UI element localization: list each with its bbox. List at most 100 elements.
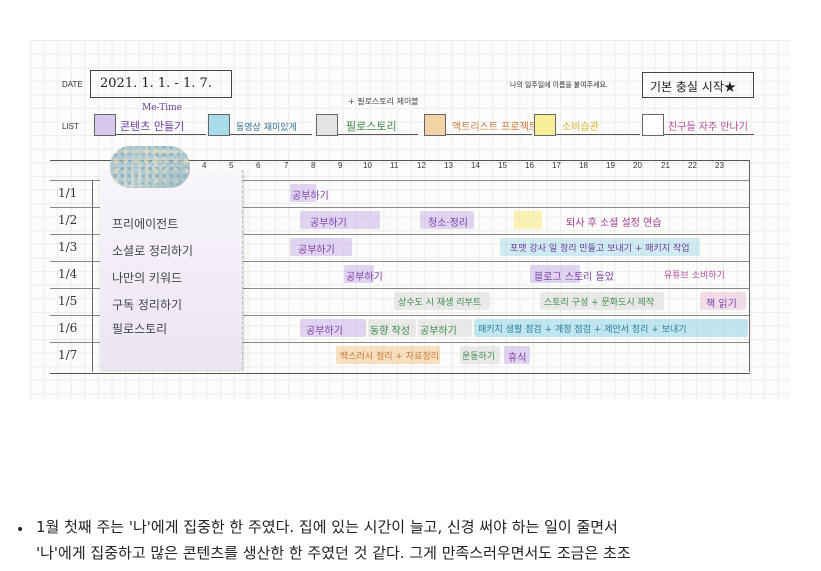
list-underline [116, 134, 206, 135]
list-item-label: 필로스토리 [346, 120, 397, 133]
hour-label: 6 [256, 161, 261, 170]
activity-text: 운동하기 [462, 352, 496, 362]
table-row-divider [50, 288, 750, 289]
day-label: 1/4 [58, 267, 78, 281]
hour-label: 23 [715, 161, 724, 170]
activity-text: 공부하기 [310, 218, 347, 229]
time-highlight [514, 211, 542, 229]
time-highlight [460, 346, 500, 364]
hour-label: 15 [498, 161, 507, 170]
table-row-divider [50, 207, 750, 208]
time-highlight [368, 319, 416, 337]
caption-line-2: '나'에게 집중하고 많은 콘텐츠를 생산한 한 주였던 것 같다. 그게 만족… [36, 544, 631, 562]
activity-text: 퇴사 후 소셜 설정 연습 [566, 218, 662, 229]
activity-text: 백스러시 정리 + 자료정리 [340, 352, 439, 362]
day-label: 1/2 [58, 213, 78, 227]
caption-bullet: • [16, 522, 25, 538]
activity-text: 공부하기 [292, 191, 329, 202]
day-label: 1/5 [58, 294, 78, 308]
goal-item: 구독 정리하기 [112, 298, 183, 312]
hour-label: 11 [390, 161, 399, 170]
activity-text: 블로그 스토리 들었 [534, 272, 614, 283]
time-highlight [394, 292, 490, 310]
list-item-label: 콘텐츠 만들기 [120, 120, 185, 133]
time-highlight [418, 319, 472, 337]
hour-label: 16 [525, 161, 534, 170]
hour-label: 18 [579, 161, 588, 170]
activity-text: 상수도 시 재생 리부트 [398, 298, 482, 308]
weekly-time-table [50, 160, 750, 374]
list-color-square [94, 114, 116, 136]
hour-label: 14 [471, 161, 480, 170]
day-label: 1/3 [58, 240, 78, 254]
time-highlight [700, 292, 746, 310]
list-color-square [208, 114, 230, 136]
list-underline [446, 134, 532, 135]
hour-label: 10 [363, 161, 372, 170]
list-underline [338, 134, 418, 135]
activity-text: 공부하기 [346, 272, 383, 283]
time-highlight [336, 346, 440, 364]
date-label: DATE [62, 80, 83, 89]
activity-text: 동향 작성 [370, 326, 410, 337]
hour-label: 21 [661, 161, 670, 170]
time-highlight [504, 346, 530, 364]
table-row-divider [50, 261, 750, 262]
list-item-label: 액트리스트 프로젝트 [452, 122, 538, 133]
table-row-divider [50, 315, 750, 316]
activity-text: 공부하기 [298, 245, 335, 256]
time-highlight [530, 265, 580, 283]
table-row-divider [50, 180, 750, 181]
list-item-label: 소비습관 [562, 122, 599, 133]
day-column-divider [92, 180, 93, 372]
goal-item: 프리에이전트 [112, 217, 179, 231]
caption-paragraph: 1월 첫째 주는 '나'에게 집중한 한 주였다. 집에 있는 시간이 늘고, … [36, 514, 816, 566]
activity-text: 청소·정리 [428, 218, 468, 229]
hour-label: 5 [229, 161, 234, 170]
activity-text: 유튜브 소비하기 [664, 271, 725, 281]
list-item-label: 동영상 재미있게 [236, 123, 297, 133]
list-label: LIST [62, 122, 79, 131]
goal-item: 소셜로 정리하기 [112, 244, 194, 258]
goal-sticker [100, 170, 243, 370]
activity-text: 패키지 생활 점검 + 계정 점검 + 제안서 정리 + 보내기 [478, 325, 687, 335]
name-prompt: 나의 일주일에 이름을 붙여주세요. [510, 82, 608, 89]
list-underline [556, 134, 640, 135]
time-highlight [290, 184, 316, 202]
time-highlight [540, 292, 664, 310]
activity-text: 공부하기 [306, 326, 343, 337]
hour-label: 17 [552, 161, 561, 170]
time-highlight [344, 265, 374, 283]
activity-text: 스토리 구성 + 문화도시 제작 [544, 298, 655, 308]
hour-label: 9 [338, 161, 343, 170]
hour-label: 19 [606, 161, 615, 170]
time-highlight [500, 238, 700, 256]
week-name-box [642, 72, 754, 98]
table-right-border [749, 160, 750, 372]
goal-item: 나만의 키워드 [112, 271, 183, 285]
day-label: 1/6 [58, 321, 78, 335]
week-name-value: 기본 충실 시작★ [650, 80, 736, 94]
hour-label: 8 [311, 161, 316, 170]
list-item-label: 친구들 자주 만나기 [668, 122, 748, 133]
time-highlight [300, 319, 366, 337]
date-box [90, 70, 232, 98]
time-highlight [300, 211, 380, 229]
activity-text: 공부하기 [420, 326, 457, 337]
list-color-square [316, 114, 338, 136]
list-top-note: + 필로스토리 제이블 [348, 97, 419, 106]
day-label: 1/1 [58, 186, 78, 200]
me-time-note: Me-Time [142, 103, 183, 113]
time-highlight [420, 211, 474, 229]
hour-label: 22 [688, 161, 697, 170]
hour-label: 20 [633, 161, 642, 170]
list-underline [664, 134, 754, 135]
activity-text: 포맷 강사 일 정리 만들고 보내기 + 패키지 작업 [510, 244, 690, 254]
activity-text: 책 읽기 [706, 299, 737, 310]
day-label: 1/7 [58, 348, 78, 362]
list-underline [230, 134, 312, 135]
table-row-divider [50, 342, 750, 343]
time-highlight [474, 319, 748, 337]
hour-label: 4 [202, 161, 207, 170]
list-color-square [424, 114, 446, 136]
